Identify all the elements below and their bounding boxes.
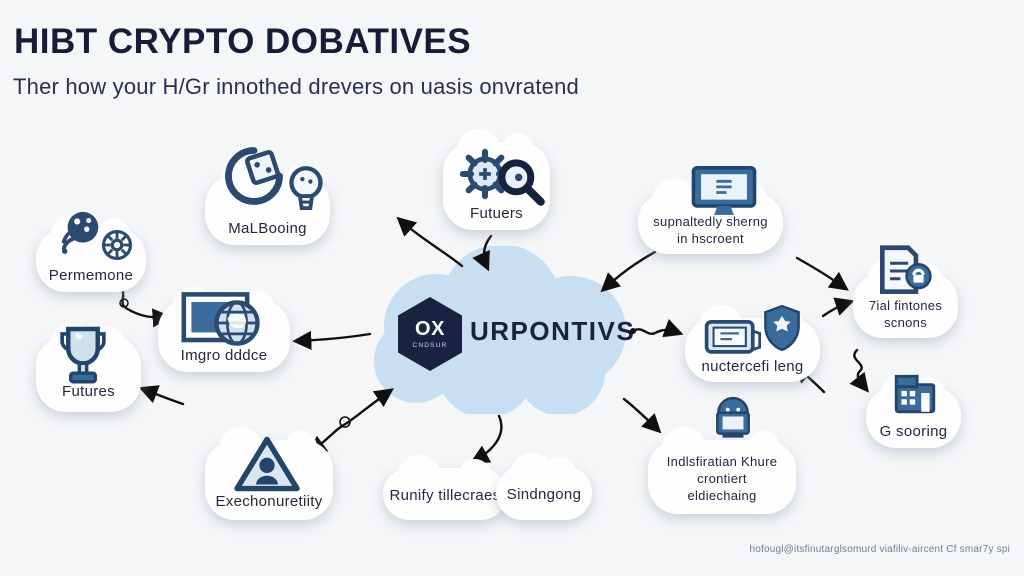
gear-flower-icon [101, 229, 133, 261]
arrow [849, 348, 869, 393]
arrow [469, 414, 503, 464]
tablet-icon [704, 320, 762, 354]
node-label: Imgro dddce [180, 347, 268, 364]
footer-caption: hofougl@itsfinutarglsomurd viafiliv-airc… [749, 544, 1010, 555]
node-label: Permemone [48, 267, 134, 284]
node-malbooing: MaLBooing [205, 147, 330, 245]
magnifier-icon [498, 159, 545, 206]
node-label: Indlsfiratian Khure crontiert eldiechain… [666, 454, 778, 504]
node-imgro: Imgro dddce [158, 287, 290, 372]
brand-hexagon-secondary: CNDSUR [412, 342, 448, 349]
wifi-ball-icon [61, 211, 99, 254]
dice-circle-icon [225, 147, 283, 205]
node-label: supnaltedly sherng in hscroent [653, 214, 768, 247]
node-label: Exechonuretiity [215, 493, 323, 510]
node-label: Sindngong [506, 486, 582, 503]
building-icon [894, 374, 936, 414]
node-indls: Indlsfiratian Khure crontiert eldiechain… [648, 396, 796, 514]
node-permemone: Permemone [36, 211, 146, 292]
node-supnaltedly: supnaltedly sherng in hscroent [638, 166, 783, 254]
warning-triangle-icon [234, 436, 300, 492]
arrow [138, 385, 185, 406]
node-bubble [383, 455, 507, 520]
node-label: MaLBooing [228, 220, 307, 237]
brand-hexagon-primary: OX [415, 318, 445, 340]
node-nuctercefi: nuctercefi leng [685, 304, 820, 382]
node-label: nuctercefi leng [701, 358, 804, 375]
lightbulb-icon [289, 166, 323, 211]
node-label: Futures [62, 383, 115, 400]
central-cloud-label: URPONTIVS [470, 316, 636, 346]
node-sindngong: Sindngong [496, 453, 592, 520]
node-futuers: Futuers [443, 129, 550, 230]
arrow [631, 319, 684, 338]
node-fintones: 7ial fintones scnons [853, 245, 958, 338]
monitor-icon [691, 166, 757, 215]
arrow [795, 256, 849, 291]
node-label: G sooring [879, 423, 948, 440]
node-runify: Runify tillecraes [383, 455, 507, 520]
node-futures: Futures [36, 323, 141, 412]
node-label: Futuers [470, 205, 523, 222]
node-exechon: Exechonuretiity [205, 427, 333, 520]
brand-hexagon: OX CNDSUR [398, 297, 462, 371]
document-lock-icon [880, 245, 932, 294]
page-subtitle: Ther how your H/Gr innothed drevers on u… [13, 74, 579, 99]
trophy-icon [60, 326, 106, 384]
shield-icon [764, 304, 800, 352]
arrow [821, 297, 855, 318]
page-title: HIBT CRYPTO DOBATIVES [14, 22, 472, 61]
central-cloud: OX CNDSUR URPONTIVS [366, 246, 636, 414]
node-label: 7ial fintones scnons [868, 298, 943, 331]
arrow [292, 330, 372, 350]
node-bubble [648, 427, 796, 514]
node-gsooring: G sooring [866, 373, 961, 448]
monitor-icon [716, 396, 750, 438]
node-label: Runify tillecraes [389, 487, 501, 504]
node-bubble [496, 453, 592, 520]
globe-icon [214, 300, 260, 346]
